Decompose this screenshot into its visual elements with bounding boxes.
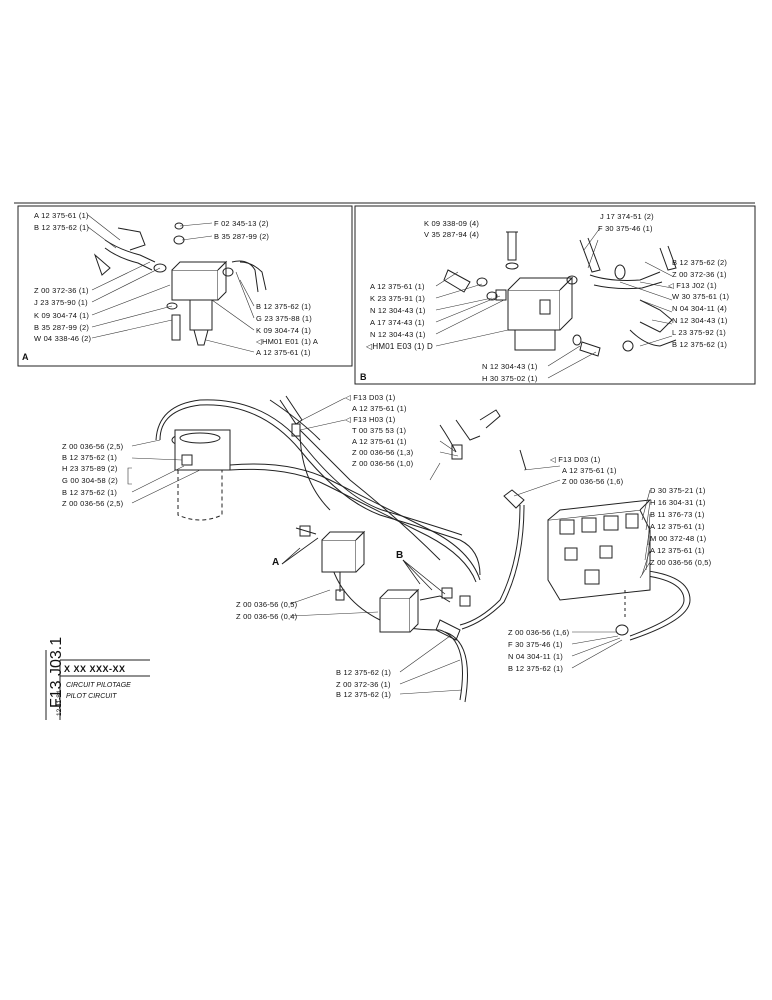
- drawing-date: 12-11-84: [48, 658, 63, 718]
- inset-b-bolt: [505, 231, 519, 270]
- inset-b-frame: [354, 205, 756, 385]
- label: F 02 345-13 (2): [214, 219, 269, 228]
- inset-b-valve-block: [507, 276, 574, 351]
- label: J 17 374-51 (2): [600, 212, 654, 221]
- label: ◁HM01 E01 (1) A: [256, 337, 319, 346]
- label: A 12 375-61 (1): [370, 282, 425, 291]
- label: A 12 375-61 (1): [562, 466, 617, 475]
- label: K 09 304-74 (1): [256, 326, 312, 335]
- label: V 35 287-94 (4): [424, 230, 480, 239]
- label: J 23 375-90 (1): [34, 298, 88, 307]
- label: B 12 375-62 (1): [336, 668, 392, 677]
- title-block-frame: [45, 650, 150, 720]
- inset-a-elbow-left: [93, 227, 167, 276]
- center-valve-blocks: [321, 530, 420, 633]
- label: L 23 375-92 (1): [672, 328, 727, 337]
- label: ◁ F13 D03 (1): [345, 393, 396, 402]
- label: G 00 304-58 (2): [62, 476, 118, 485]
- label: M 00 372-48 (1): [650, 534, 707, 543]
- label: Z 00 372-36 (1): [336, 680, 391, 689]
- left-reservoir: [171, 429, 231, 521]
- label: ◁HM01 E03 (1) D: [366, 342, 433, 351]
- center-fittings: [295, 449, 629, 641]
- label: Z 00 036-56 (1,3): [352, 448, 414, 457]
- inset-a-caption: A: [22, 352, 29, 362]
- label: B 12 375-62 (1): [34, 223, 90, 232]
- label: N 12 304-43 (1): [672, 316, 728, 325]
- label: K 09 304-74 (1): [34, 311, 90, 320]
- label-leaders: [87, 214, 673, 695]
- label: Z 00 036-56 (1,6): [508, 628, 570, 637]
- label: A 12 375-61 (1): [352, 437, 407, 446]
- title-english: PILOT CIRCUIT: [66, 693, 117, 700]
- label: B 11 376-73 (1): [650, 510, 705, 519]
- label: F 30 375-46 (1): [508, 640, 563, 649]
- left-bracket: [127, 467, 132, 485]
- label: W 30 375-61 (1): [672, 292, 730, 301]
- label: N 12 304-43 (1): [370, 306, 426, 315]
- drawing-reference: X XX XXX-XX: [64, 664, 126, 674]
- main-hoses: [155, 399, 691, 703]
- inset-b-fittings-left: [443, 269, 507, 301]
- label: A 12 375-61 (1): [34, 211, 89, 220]
- label: B 12 375-62 (1): [62, 488, 118, 497]
- label: T 00 375 53 (1): [352, 426, 407, 435]
- label: B 12 375-62 (1): [336, 690, 392, 699]
- label: B 12 375-62 (1): [508, 664, 564, 673]
- upper-valve-fittings: [279, 395, 501, 511]
- label: B 35 287-99 (2): [214, 232, 270, 241]
- label: Z 00 036-56 (2,5): [62, 442, 124, 451]
- inset-a-valve-block: [171, 260, 228, 346]
- label: B 12 375-62 (1): [672, 340, 728, 349]
- label: G 23 375-88 (1): [256, 314, 312, 323]
- label: ◁ F13 D03 (1): [550, 455, 601, 464]
- drawing-date-text: 12-11-84: [56, 690, 63, 716]
- label: Z 00 036-56 (1,0): [352, 459, 414, 468]
- label: N 12 304-43 (1): [370, 330, 426, 339]
- label: A 12 375-61 (1): [650, 546, 705, 555]
- label: Z 00 036-56 (0,5): [650, 558, 712, 567]
- label: A 17 374-43 (1): [370, 318, 425, 327]
- distribution-block: [547, 499, 652, 601]
- label: B 35 287-99 (2): [34, 323, 90, 332]
- marker-a: A: [272, 557, 280, 568]
- label: N 12 304-43 (1): [482, 362, 538, 371]
- label: K 09 338-09 (4): [424, 219, 480, 228]
- inset-a-elbow-right: [222, 260, 267, 293]
- marker-leaders: [281, 537, 446, 595]
- label: A 12 375-61 (1): [352, 404, 407, 413]
- label: Z 00 036-56 (0,4): [236, 612, 298, 621]
- label: ◁ F13 J02 (1): [668, 281, 717, 290]
- label: Z 00 372-36 (1): [34, 286, 89, 295]
- label: Z 00 036-56 (1,6): [562, 477, 624, 486]
- title-french: CIRCUIT PILOTAGE: [66, 682, 131, 689]
- inset-a-frame: [17, 205, 353, 367]
- label: N 04 304-11 (4): [672, 304, 727, 313]
- label: Z 00 372-36 (1): [672, 270, 727, 279]
- marker-b: B: [396, 550, 404, 561]
- label: D 30 375-21 (1): [650, 486, 706, 495]
- label: F 30 375-46 (1): [598, 224, 653, 233]
- label: Z 00 036-56 (2,5): [62, 499, 124, 508]
- inset-b-caption: B: [360, 372, 367, 382]
- label: N 04 304-11 (1): [508, 652, 563, 661]
- label: Z 00 036-56 (0,5): [236, 600, 298, 609]
- label: K 23 375-91 (1): [370, 294, 426, 303]
- inset-b-fittings-right: [566, 237, 677, 357]
- label: W 04 338-46 (2): [34, 334, 92, 343]
- label: H 16 304-31 (1): [650, 498, 706, 507]
- label: B 12 375-62 (1): [62, 453, 118, 462]
- label: H 30 375-02 (1): [482, 374, 538, 383]
- label: A 12 375-61 (1): [650, 522, 705, 531]
- label: A 12 375-61 (1): [256, 348, 311, 357]
- label: B 12 375-62 (2): [672, 258, 728, 267]
- label: H 23 375-89 (2): [62, 464, 118, 473]
- label: B 12 375-62 (1): [256, 302, 312, 311]
- label: ◁ F13 H03 (1): [345, 415, 396, 424]
